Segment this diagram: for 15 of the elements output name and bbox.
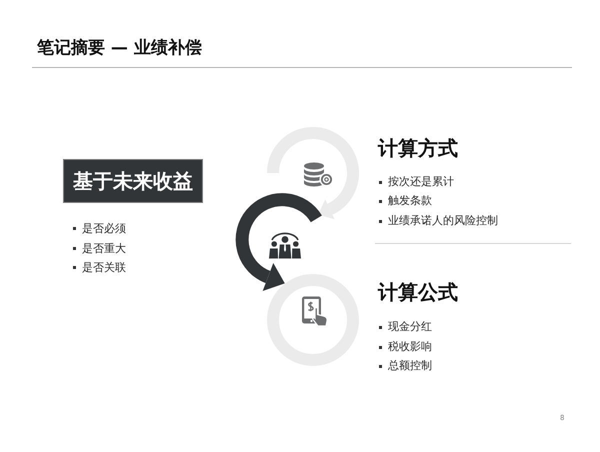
list-item-text: 是否关联 (82, 260, 126, 276)
list-item-text: 总额控制 (388, 358, 432, 374)
list-item-text: 税收影响 (388, 339, 432, 355)
list-item-text: 业绩承诺人的风险控制 (388, 213, 498, 229)
page-title: 笔记摘要 — 业绩补偿 (37, 37, 202, 60)
list-item-text: 触发条款 (388, 193, 432, 209)
section-heading: 计算方式 (378, 135, 458, 161)
list-item-text: 按次还是累计 (388, 174, 454, 190)
list-item-text: 现金分红 (388, 319, 432, 335)
circle-ring (267, 274, 359, 366)
list-item-text: 是否必须 (82, 221, 126, 237)
list-item-text: 是否重大 (82, 240, 126, 256)
section-heading: 计算公式 (378, 279, 458, 305)
heading-banner: 基于未来收益 (63, 159, 203, 203)
circular-arrow (267, 127, 359, 219)
